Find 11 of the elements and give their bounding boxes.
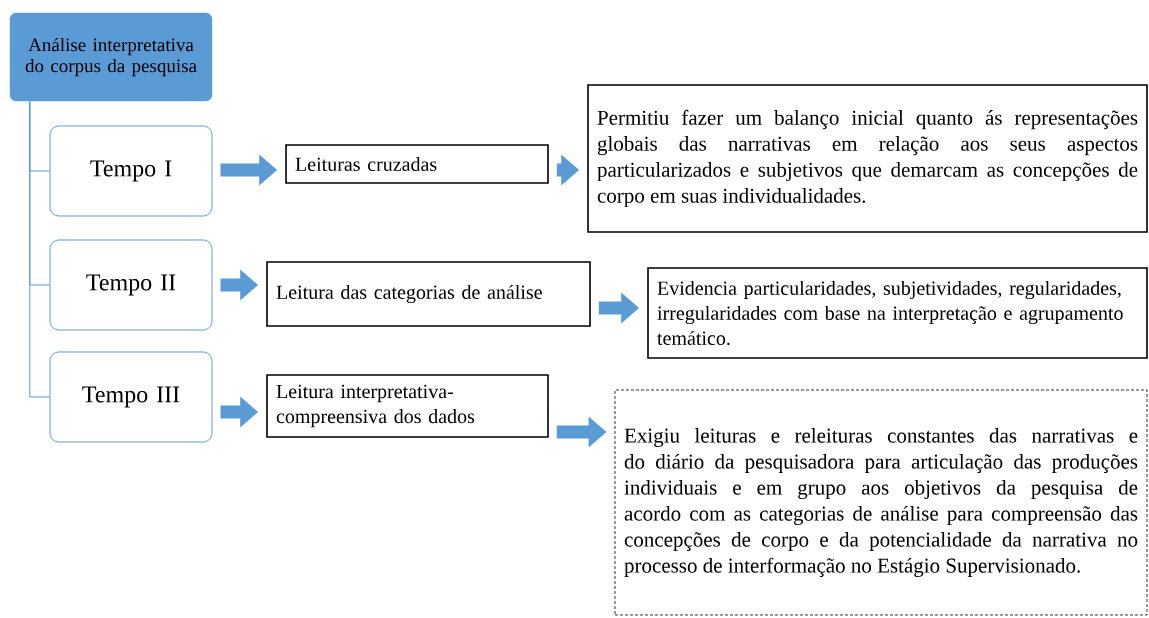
stage-box: Tempo I [49, 125, 213, 217]
text-box: Exigiu leituras e releituras constantes das narrativas e do diário da pesquisadora para articulação das produções individuais e em grupo aos objetivos da pesquisa de acordo com as categorias de análise para compreensão das concepções de corpo e da potencialidade da narrativa no processo de interformação no Estágio Supervisionado. [614, 389, 1148, 616]
text-box: Permitiu fazer um balanço inicial quanto ás representações globais das narrativas em relação aos seus aspectos particularizados e subjetivos que demarcam as concepções de corpo em suas individualidades. [587, 84, 1148, 233]
stage-box: Tempo II [49, 239, 213, 331]
text-box: Leitura interpretativa-compreensiva dos dados [266, 374, 549, 438]
stage-box: Tempo III [49, 351, 213, 443]
heading-box: Análise interpretativa do corpus da pesquisa [9, 12, 213, 102]
text-box: Leitura das categorias de análise [266, 261, 591, 327]
connector-line [29, 100, 50, 398]
text-box: Evidencia particularidades, subjetividades, regularidades, irregularidades com base na interpretação e agrupamento temático. [647, 267, 1148, 359]
text-box: Leituras cruzadas [285, 144, 549, 184]
